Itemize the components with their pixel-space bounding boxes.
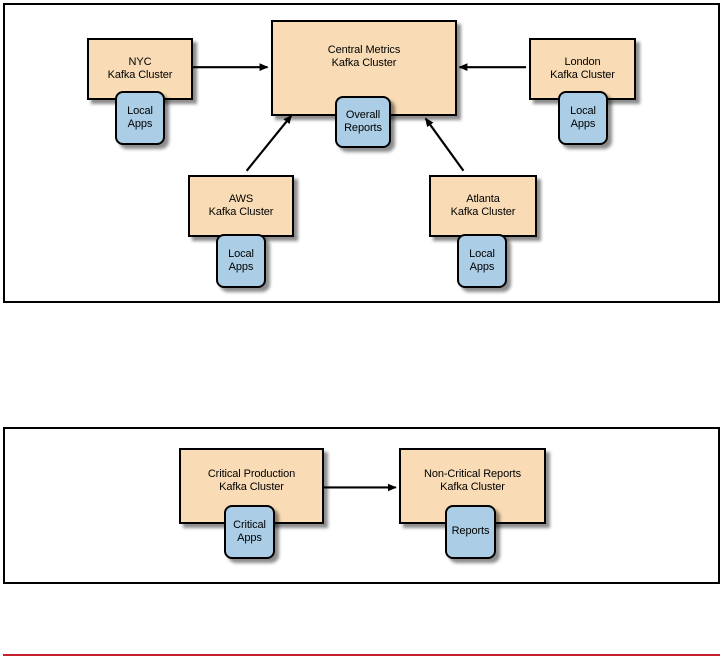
app-label-overall-reports: Overall Reports (344, 108, 382, 135)
app-label-aws-local-apps: Local Apps (228, 247, 254, 274)
cluster-box-atlanta[interactable]: Atlanta Kafka Cluster (429, 175, 537, 237)
cluster-label-atlanta: Atlanta Kafka Cluster (450, 192, 516, 219)
app-label-reports: Reports (451, 525, 490, 538)
arrow-atlanta-to-central (424, 117, 465, 172)
app-box-overall-reports[interactable]: Overall Reports (335, 96, 391, 148)
figure-2-connector-layer (322, 483, 397, 492)
app-box-reports[interactable]: Reports (445, 505, 496, 559)
cluster-box-central-metrics[interactable]: Central Metrics Kafka Cluster (271, 20, 457, 116)
app-label-atlanta-local-apps: Local Apps (469, 247, 495, 274)
cluster-box-aws[interactable]: AWS Kafka Cluster (188, 175, 294, 237)
cluster-label-aws: AWS Kafka Cluster (208, 192, 274, 219)
footer-rule (3, 654, 720, 656)
app-label-critical-apps: Critical Apps (233, 518, 266, 545)
app-label-nyc-local-apps: Local Apps (127, 104, 153, 131)
app-box-critical-apps[interactable]: Critical Apps (224, 505, 275, 559)
cluster-box-london[interactable]: London Kafka Cluster (529, 38, 636, 100)
app-box-atlanta-local-apps[interactable]: Local Apps (457, 234, 507, 288)
cluster-label-non-critical-reports: Non-Critical Reports Kafka Cluster (423, 467, 522, 494)
app-label-london-local-apps: Local Apps (570, 104, 596, 131)
cluster-label-critical-production: Critical Production Kafka Cluster (207, 467, 296, 494)
app-box-london-local-apps[interactable]: Local Apps (558, 91, 608, 145)
cluster-box-nyc[interactable]: NYC Kafka Cluster (87, 38, 193, 100)
app-box-aws-local-apps[interactable]: Local Apps (216, 234, 266, 288)
figure-hub-and-spoke-metrics: NYC Kafka Cluster Local Apps Central Met… (3, 3, 720, 303)
figure-critical-to-noncritical: Critical Production Kafka Cluster Critic… (3, 427, 720, 584)
app-box-nyc-local-apps[interactable]: Local Apps (115, 91, 165, 145)
cluster-label-nyc: NYC Kafka Cluster (107, 55, 173, 82)
arrow-aws-to-central (245, 114, 293, 172)
cluster-label-london: London Kafka Cluster (550, 55, 615, 82)
cluster-label-central-metrics: Central Metrics Kafka Cluster (327, 43, 401, 70)
